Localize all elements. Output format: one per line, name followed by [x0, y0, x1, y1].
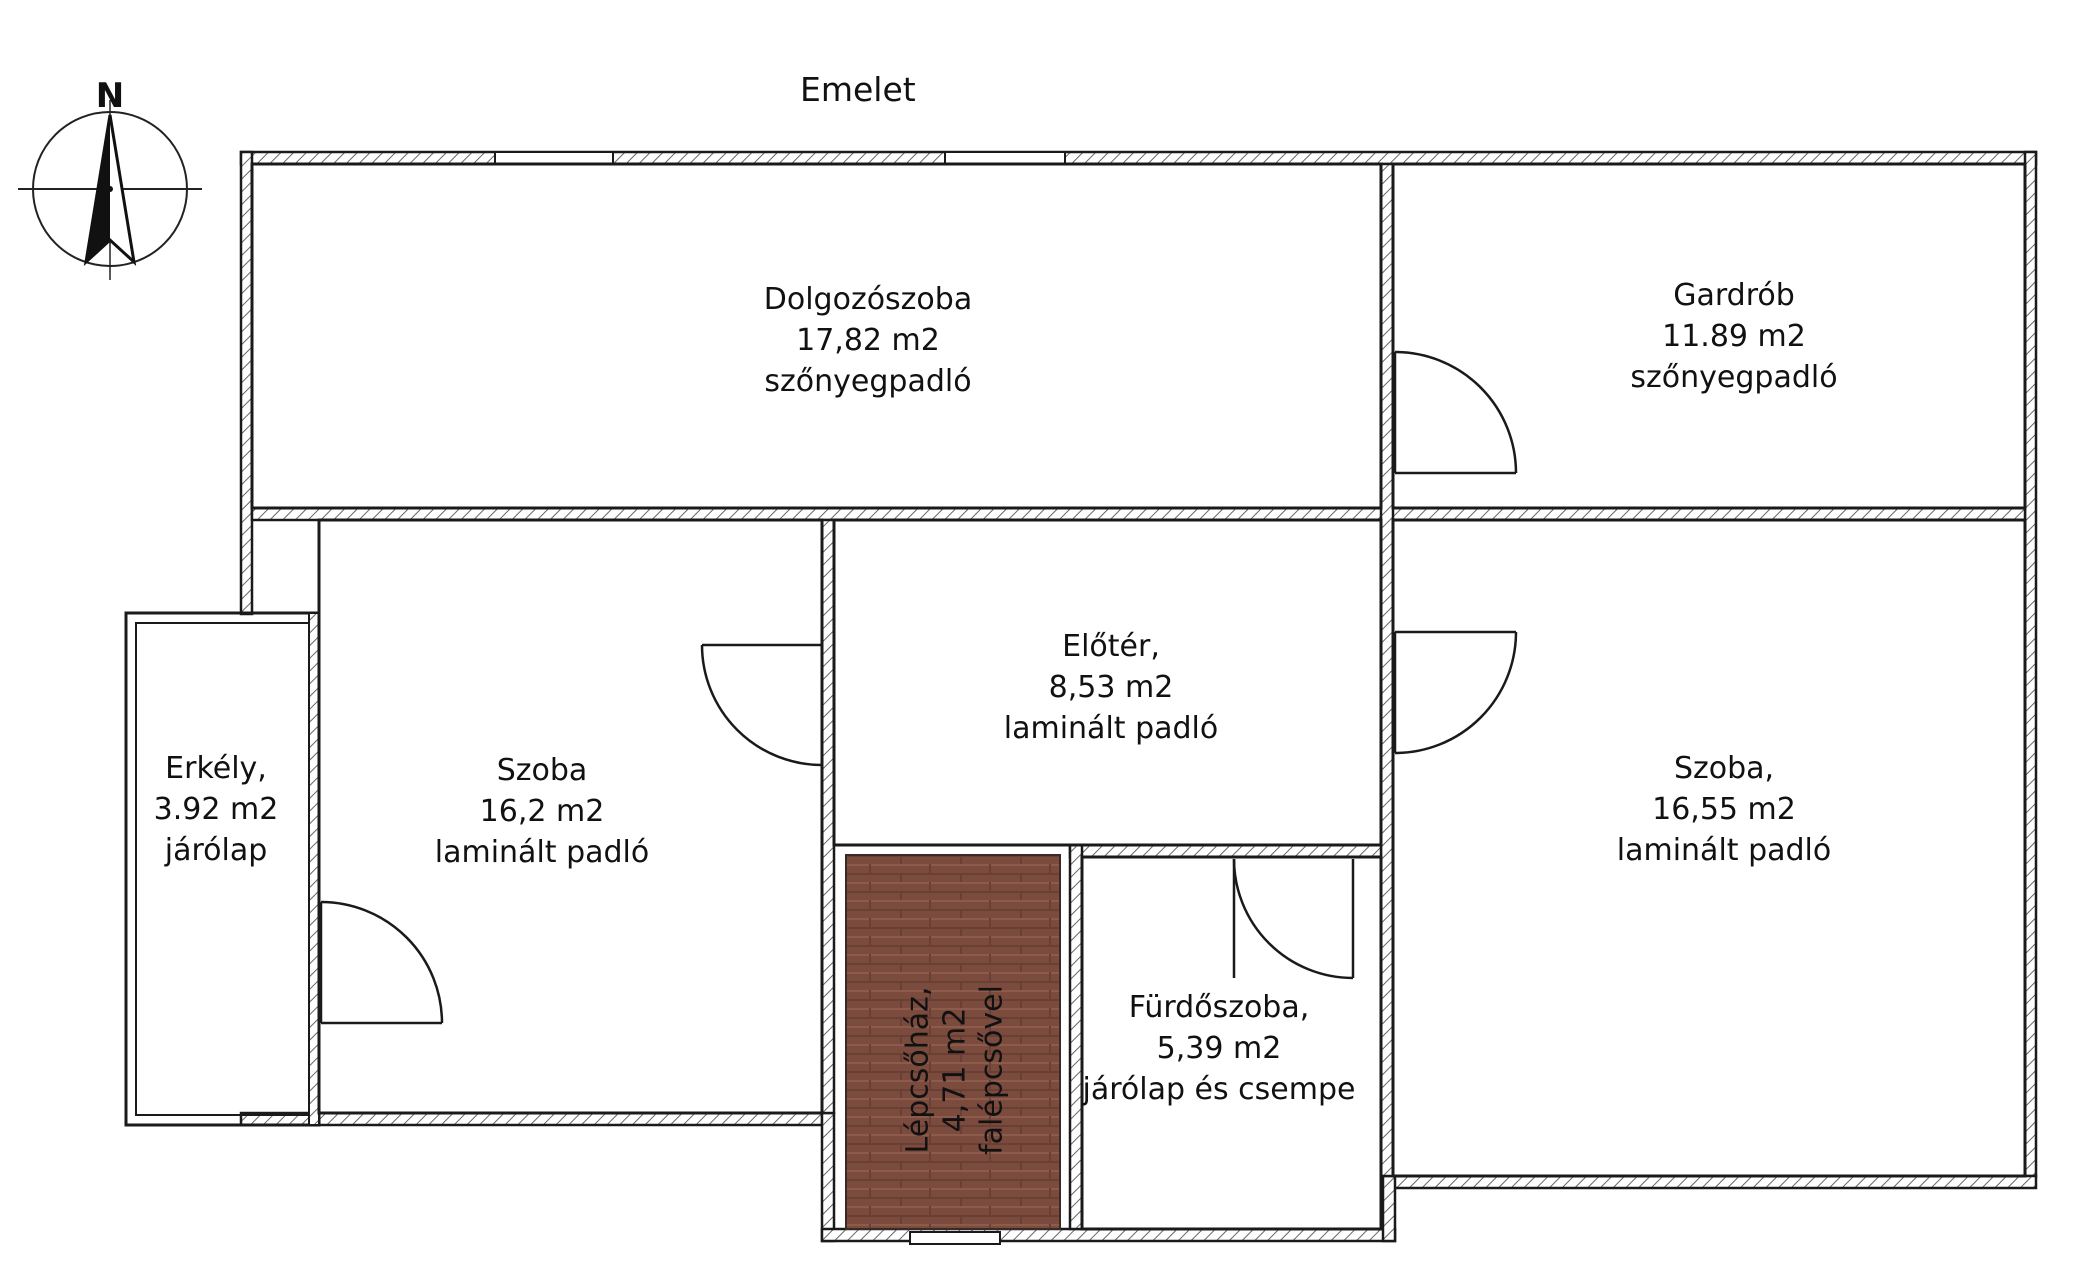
room-outlines	[250, 162, 2027, 1231]
room-name: Gardrób	[1673, 278, 1795, 313]
compass: N	[18, 76, 202, 280]
room-label-gardrob: Gardrób 11.89 m2 szőnyegpadló	[1534, 275, 1934, 398]
room-area: 17,82 m2	[796, 323, 940, 358]
room-area: 8,53 m2	[1048, 670, 1174, 705]
door-furdoszoba	[1232, 858, 1355, 980]
compass-letter: N	[96, 76, 124, 116]
room-floor: szőnyegpadló	[1630, 360, 1838, 395]
room-area: 5,39 m2	[1156, 1031, 1282, 1066]
room-label-erkely: Erkély, 3.92 m2 járólap	[122, 748, 310, 871]
room-name: Erkély,	[165, 751, 267, 786]
room-area: 11.89 m2	[1662, 319, 1806, 354]
room-label-eloter: Előtér, 8,53 m2 laminált padló	[911, 626, 1311, 749]
room-floor: laminált padló	[1616, 833, 1832, 868]
room-area: 16,2 m2	[479, 794, 605, 829]
north-arrow-icon	[83, 114, 137, 267]
room-name: Fürdőszoba,	[1128, 990, 1310, 1025]
room-floor: falépcsővel	[974, 985, 1010, 1155]
room-name: Dolgozószoba	[763, 282, 973, 317]
staircase-fill	[845, 854, 1061, 1230]
floor-title: Emelet	[800, 70, 916, 109]
room-label-lepcsohaz: Lépcsőház, 4,71 m2 falépcsővel	[900, 985, 1011, 1155]
room-name: Lépcsőház,	[900, 986, 936, 1154]
room-label-dolgozoszoba: Dolgozószoba 17,82 m2 szőnyegpadló	[668, 279, 1068, 402]
room-floor: szőnyegpadló	[764, 364, 972, 399]
room-label-szoba-jobb: Szoba, 16,55 m2 laminált padló	[1524, 748, 1924, 871]
door-szoba-bal	[700, 643, 824, 767]
room-floor: járólap	[164, 833, 268, 868]
door-szoba-jobb	[1393, 630, 1518, 755]
room-floor: laminált padló	[1003, 711, 1219, 746]
room-label-furdoszoba: Fürdőszoba, 5,39 m2 járólap és csempe	[1069, 987, 1369, 1110]
room-area: 3.92 m2	[153, 792, 279, 827]
doors	[319, 350, 1518, 1025]
room-name: Előtér,	[1062, 629, 1160, 664]
room-area: 4,71 m2	[937, 1007, 973, 1133]
door-gardrob	[1393, 350, 1518, 475]
room-name: Szoba	[496, 753, 588, 788]
room-floor: laminált padló	[434, 835, 650, 870]
room-floor: járólap és csempe	[1082, 1072, 1356, 1107]
outer-walls	[239, 150, 2038, 1243]
room-label-szoba-bal: Szoba 16,2 m2 laminált padló	[367, 750, 717, 873]
room-name: Szoba,	[1673, 751, 1775, 786]
room-area: 16,55 m2	[1652, 792, 1796, 827]
door-erkely	[319, 900, 444, 1025]
